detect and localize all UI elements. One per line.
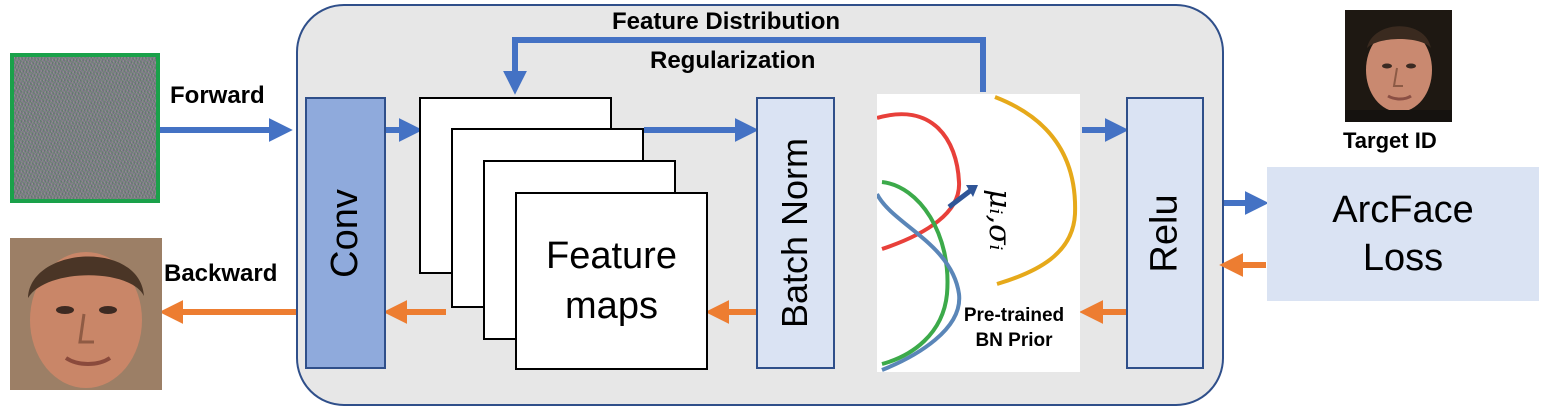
regularization-label-2: Regularization bbox=[650, 47, 816, 74]
feature-maps-label-1: Feature bbox=[546, 235, 677, 277]
feature-maps-label-2: maps bbox=[565, 285, 658, 327]
target-id-image bbox=[1345, 10, 1452, 122]
relu-block: Relu bbox=[1126, 97, 1204, 369]
mu-sigma-label: μᵢ,σᵢ bbox=[982, 189, 1017, 251]
relu-label: Relu bbox=[1143, 193, 1186, 273]
regularization-label-1: Feature Distribution bbox=[612, 8, 841, 35]
mu-sigma-arrow bbox=[947, 189, 972, 209]
reconstructed-face-image bbox=[10, 238, 162, 390]
curve-yellow bbox=[994, 95, 1078, 286]
bn-prior-label-1: Pre-trained bbox=[963, 305, 1065, 326]
forward-label: Forward bbox=[170, 82, 265, 109]
batch-norm-label: Batch Norm bbox=[774, 137, 816, 329]
feature-map-4: Feature maps bbox=[515, 192, 708, 370]
conv-label: Conv bbox=[324, 188, 366, 278]
bn-prior-label-2: BN Prior bbox=[975, 330, 1053, 351]
curve-green bbox=[881, 180, 950, 366]
gaussian-curves bbox=[875, 95, 1078, 372]
curve-red bbox=[876, 112, 962, 251]
noise-input-image bbox=[10, 53, 160, 203]
backward-label: Backward bbox=[164, 260, 278, 287]
bn-prior-distribution: μᵢ,σᵢ Pre-trained BN Prior bbox=[875, 94, 1080, 372]
regularization-arrow bbox=[503, 37, 986, 95]
arcface-label-1: ArcFace bbox=[1332, 189, 1474, 231]
arcface-label-2: Loss bbox=[1362, 237, 1444, 279]
target-id-label: Target ID bbox=[1343, 128, 1437, 153]
conv-block: Conv bbox=[305, 97, 386, 369]
curve-blue bbox=[875, 193, 962, 372]
arcface-loss-box: ArcFace Loss bbox=[1267, 167, 1539, 301]
batch-norm-block: Batch Norm bbox=[756, 97, 835, 369]
